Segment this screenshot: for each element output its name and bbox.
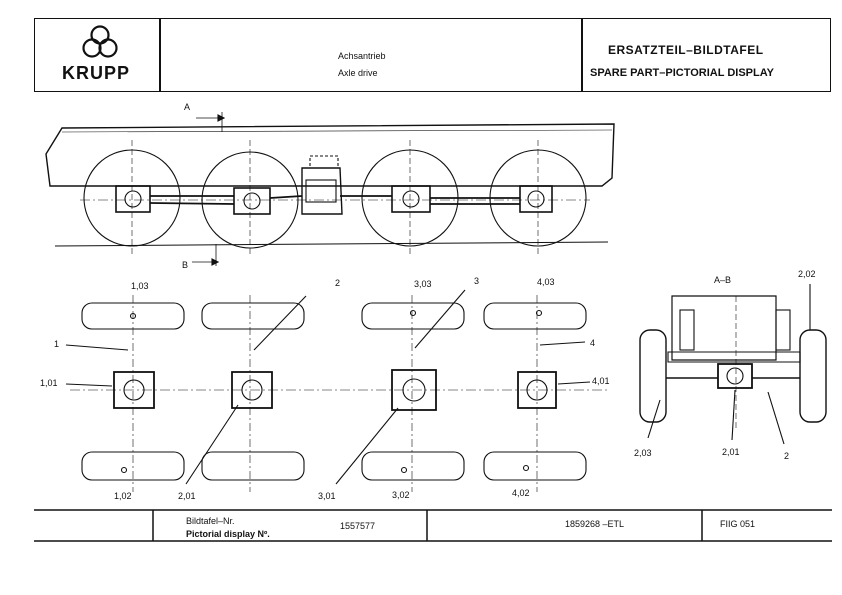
axle-drive-3 — [391, 369, 437, 411]
axle-drive-2 — [231, 371, 273, 409]
label-4-03: 4,03 — [537, 277, 555, 287]
label-2: 2 — [335, 278, 340, 288]
label-3-01: 3,01 — [318, 491, 336, 501]
section-label-a: A — [184, 102, 190, 112]
brand-name: KRUPP — [62, 63, 131, 83]
label-1-03: 1,03 — [131, 281, 149, 291]
axle-drive-4 — [517, 371, 557, 409]
label-2-section: 2 — [784, 451, 789, 461]
label-3: 3 — [474, 276, 479, 286]
sheet-title-german: ERSATZTEIL–BILDTAFEL — [608, 43, 764, 57]
axle-drive-1 — [113, 371, 155, 409]
header-divider-1 — [159, 18, 161, 92]
tyre-top-4 — [483, 302, 587, 330]
footer-part-ref: 1859268 –ETL — [565, 519, 624, 529]
label-2-01-section: 2,01 — [722, 447, 740, 457]
label-1-01: 1,01 — [40, 378, 58, 388]
footer-pictorial-label: Pictorial display Nº. — [186, 529, 270, 539]
label-1: 1 — [54, 339, 59, 349]
title-english: Axle drive — [338, 68, 378, 78]
label-4-02: 4,02 — [512, 488, 530, 498]
header-divider-2 — [581, 18, 583, 92]
label-2-01: 2,01 — [178, 491, 196, 501]
sheet-title-english: SPARE PART–PICTORIAL DISPLAY — [590, 67, 774, 79]
section-view — [639, 284, 827, 445]
footer-frame — [34, 509, 832, 542]
tyre-bottom-2 — [201, 451, 305, 481]
section-title: A–B — [714, 275, 731, 285]
krupp-rings-icon — [82, 25, 118, 58]
tyre-bottom-3 — [361, 451, 465, 481]
label-3-02: 3,02 — [392, 490, 410, 500]
footer-bildtafel-label: Bildtafel–Nr. — [186, 516, 235, 526]
section-label-b: B — [182, 260, 188, 270]
footer-fig-ref: FIIG 051 — [720, 519, 755, 529]
tyre-top-3 — [361, 302, 465, 330]
footer-display-number: 1557577 — [340, 521, 375, 531]
side-view-truck — [45, 112, 615, 266]
section-wheel-left — [639, 329, 667, 423]
tyre-bottom-4 — [483, 451, 587, 481]
label-1-02: 1,02 — [114, 491, 132, 501]
label-4: 4 — [590, 338, 595, 348]
krupp-logo: KRUPP — [62, 22, 130, 88]
tyre-top-2 — [201, 302, 305, 330]
header-frame — [34, 18, 831, 92]
label-2-03: 2,03 — [634, 448, 652, 458]
title-german: Achsantrieb — [338, 51, 386, 61]
plan-view — [65, 289, 610, 492]
label-2-02: 2,02 — [798, 269, 816, 279]
label-4-01: 4,01 — [592, 376, 610, 386]
label-3-03: 3,03 — [414, 279, 432, 289]
section-wheel-right — [799, 329, 827, 423]
